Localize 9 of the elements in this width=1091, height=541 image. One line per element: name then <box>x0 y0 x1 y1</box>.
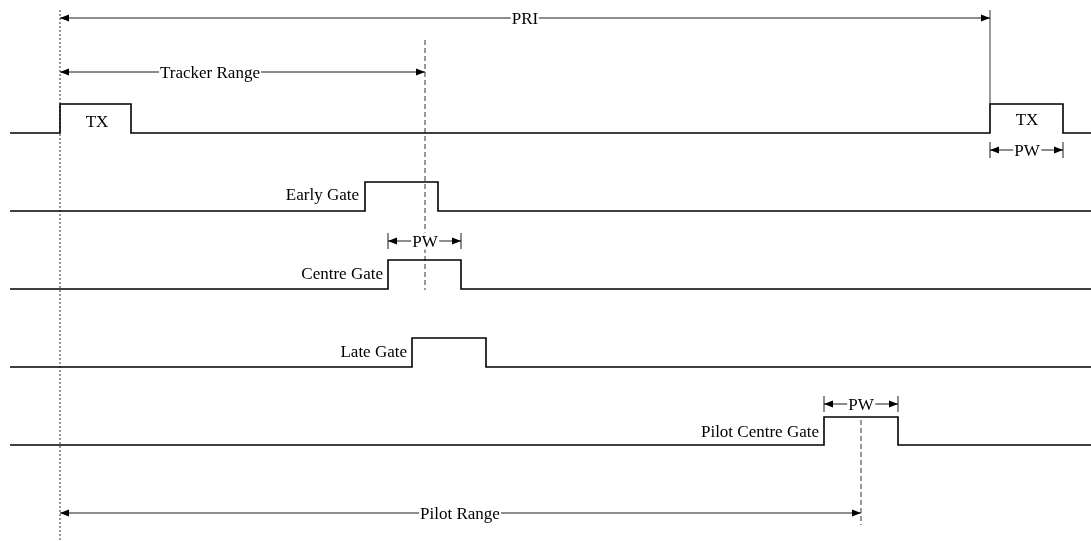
dimension-label: Tracker Range <box>159 63 261 81</box>
gate-label: Late Gate <box>339 342 408 360</box>
dimension-label: PW <box>411 232 439 250</box>
pulse-label: TX <box>1014 110 1040 128</box>
dimension-label: Pilot Range <box>419 504 501 522</box>
gate-label: Centre Gate <box>300 264 384 282</box>
pulse-label: TX <box>84 112 110 130</box>
gate-label: Pilot Centre Gate <box>699 422 820 440</box>
gate-label: Early Gate <box>284 185 360 203</box>
